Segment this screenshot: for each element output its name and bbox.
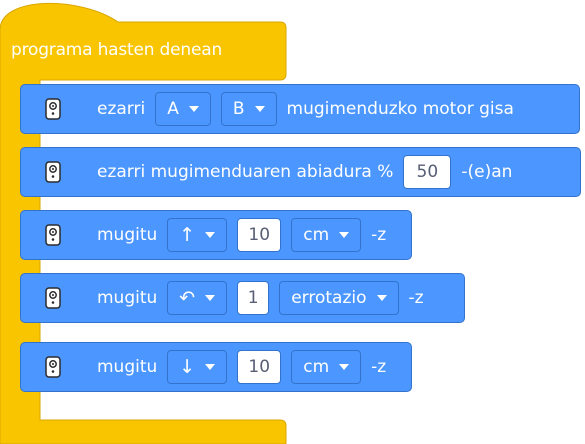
set-movement-motors-block[interactable]: ezarri A B mugimenduzko motor gisa: [20, 84, 580, 134]
distance-input[interactable]: 10: [237, 218, 282, 252]
motor-pair-icon: [45, 224, 61, 246]
chevron-down-icon: [254, 106, 265, 112]
chevron-down-icon: [205, 295, 216, 301]
block-text: mugitu: [97, 225, 158, 245]
unit-dropdown[interactable]: cm: [291, 218, 362, 252]
chevron-down-icon: [339, 364, 350, 370]
chevron-down-icon: [205, 364, 216, 370]
port-b-dropdown[interactable]: B: [220, 92, 277, 126]
block-text: -(e)an: [461, 162, 513, 182]
distance-input[interactable]: 10: [237, 350, 282, 384]
block-suffix: -z: [371, 225, 387, 245]
forward-arrow-icon: ↑: [179, 223, 196, 246]
chevron-down-icon: [376, 295, 387, 301]
port-b-value: B: [232, 99, 245, 119]
block-text: mugitu: [97, 288, 158, 308]
speed-percent-input[interactable]: 50: [403, 155, 452, 189]
move-forward-block[interactable]: mugitu ↑ 10 cm -z: [20, 210, 412, 260]
port-a-value: A: [167, 99, 179, 119]
block-text: mugimenduzko motor gisa: [286, 99, 514, 119]
chevron-down-icon: [205, 232, 216, 238]
move-backward-block[interactable]: mugitu ↓ 10 cm -z: [20, 342, 412, 392]
chevron-down-icon: [339, 232, 350, 238]
block-suffix: -z: [408, 288, 424, 308]
backward-arrow-icon: ↓: [179, 355, 196, 378]
block-text: mugitu: [97, 357, 158, 377]
motor-pair-icon: [45, 356, 61, 378]
motor-pair-icon: [45, 287, 61, 309]
port-a-dropdown[interactable]: A: [155, 92, 211, 126]
unit-dropdown[interactable]: cm: [291, 350, 362, 384]
direction-dropdown[interactable]: ↶: [167, 281, 228, 315]
motor-pair-icon: [45, 98, 61, 120]
chevron-down-icon: [188, 106, 199, 112]
motor-pair-icon: [45, 161, 61, 183]
block-text: ezarri mugimenduaren abiadura %: [97, 162, 394, 182]
move-turn-block[interactable]: mugitu ↶ 1 errotazio -z: [20, 273, 465, 323]
direction-dropdown[interactable]: ↑: [167, 218, 228, 252]
unit-dropdown[interactable]: errotazio: [279, 281, 399, 315]
block-text: ezarri: [97, 99, 146, 119]
unit-value: errotazio: [291, 288, 367, 308]
block-suffix: -z: [371, 357, 387, 377]
rotation-input[interactable]: 1: [237, 281, 270, 315]
unit-value: cm: [303, 225, 330, 245]
set-movement-speed-block[interactable]: ezarri mugimenduaren abiadura % 50 -(e)a…: [20, 147, 581, 197]
direction-dropdown[interactable]: ↓: [167, 350, 228, 384]
unit-value: cm: [303, 357, 330, 377]
turn-left-arrow-icon: ↶: [179, 286, 196, 309]
hat-label: programa hasten denean: [11, 40, 223, 60]
